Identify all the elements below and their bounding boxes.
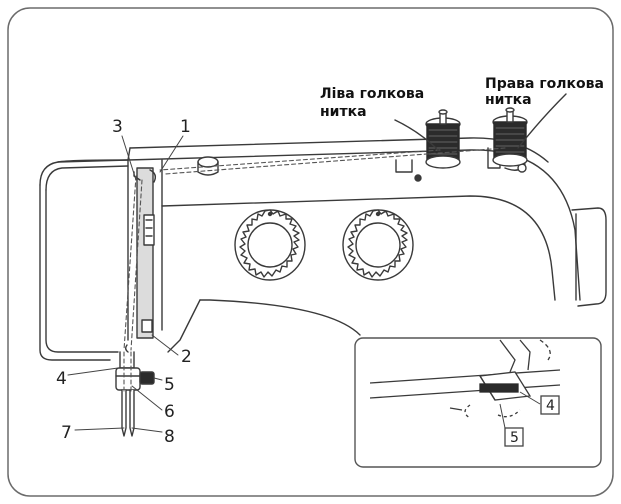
thread-spool-icon [492, 107, 528, 167]
inset-callout-4: 4 [546, 398, 555, 414]
callout-8: 8 [164, 427, 175, 447]
inset-callout-box [540, 395, 560, 415]
callout-5: 5 [164, 375, 175, 395]
inset-zoom-panel [354, 337, 602, 468]
callout-6: 6 [164, 402, 175, 422]
dial-knob-icon [234, 209, 306, 281]
callout-2: 2 [181, 347, 192, 367]
inset-callout-box [504, 427, 524, 447]
callout-4: 4 [56, 369, 67, 389]
thread-path [123, 147, 506, 393]
callout-7: 7 [61, 423, 72, 443]
inset-callout-5: 5 [510, 430, 519, 446]
right-thread-title-line2: нитка [485, 92, 532, 108]
thread-guide-panel [133, 167, 157, 339]
left-thread-title: Ліва голкова [320, 86, 424, 102]
dial-knob-icon [342, 209, 414, 281]
callout-1: 1 [180, 117, 191, 137]
needle-bar-icon [115, 344, 155, 437]
callout-3: 3 [112, 117, 123, 137]
callout-leaders [67, 135, 184, 433]
left-thread-title-line2: нитка [320, 104, 367, 120]
thread-spool-icon [425, 109, 461, 169]
right-thread-title: Права голкова [485, 76, 604, 92]
